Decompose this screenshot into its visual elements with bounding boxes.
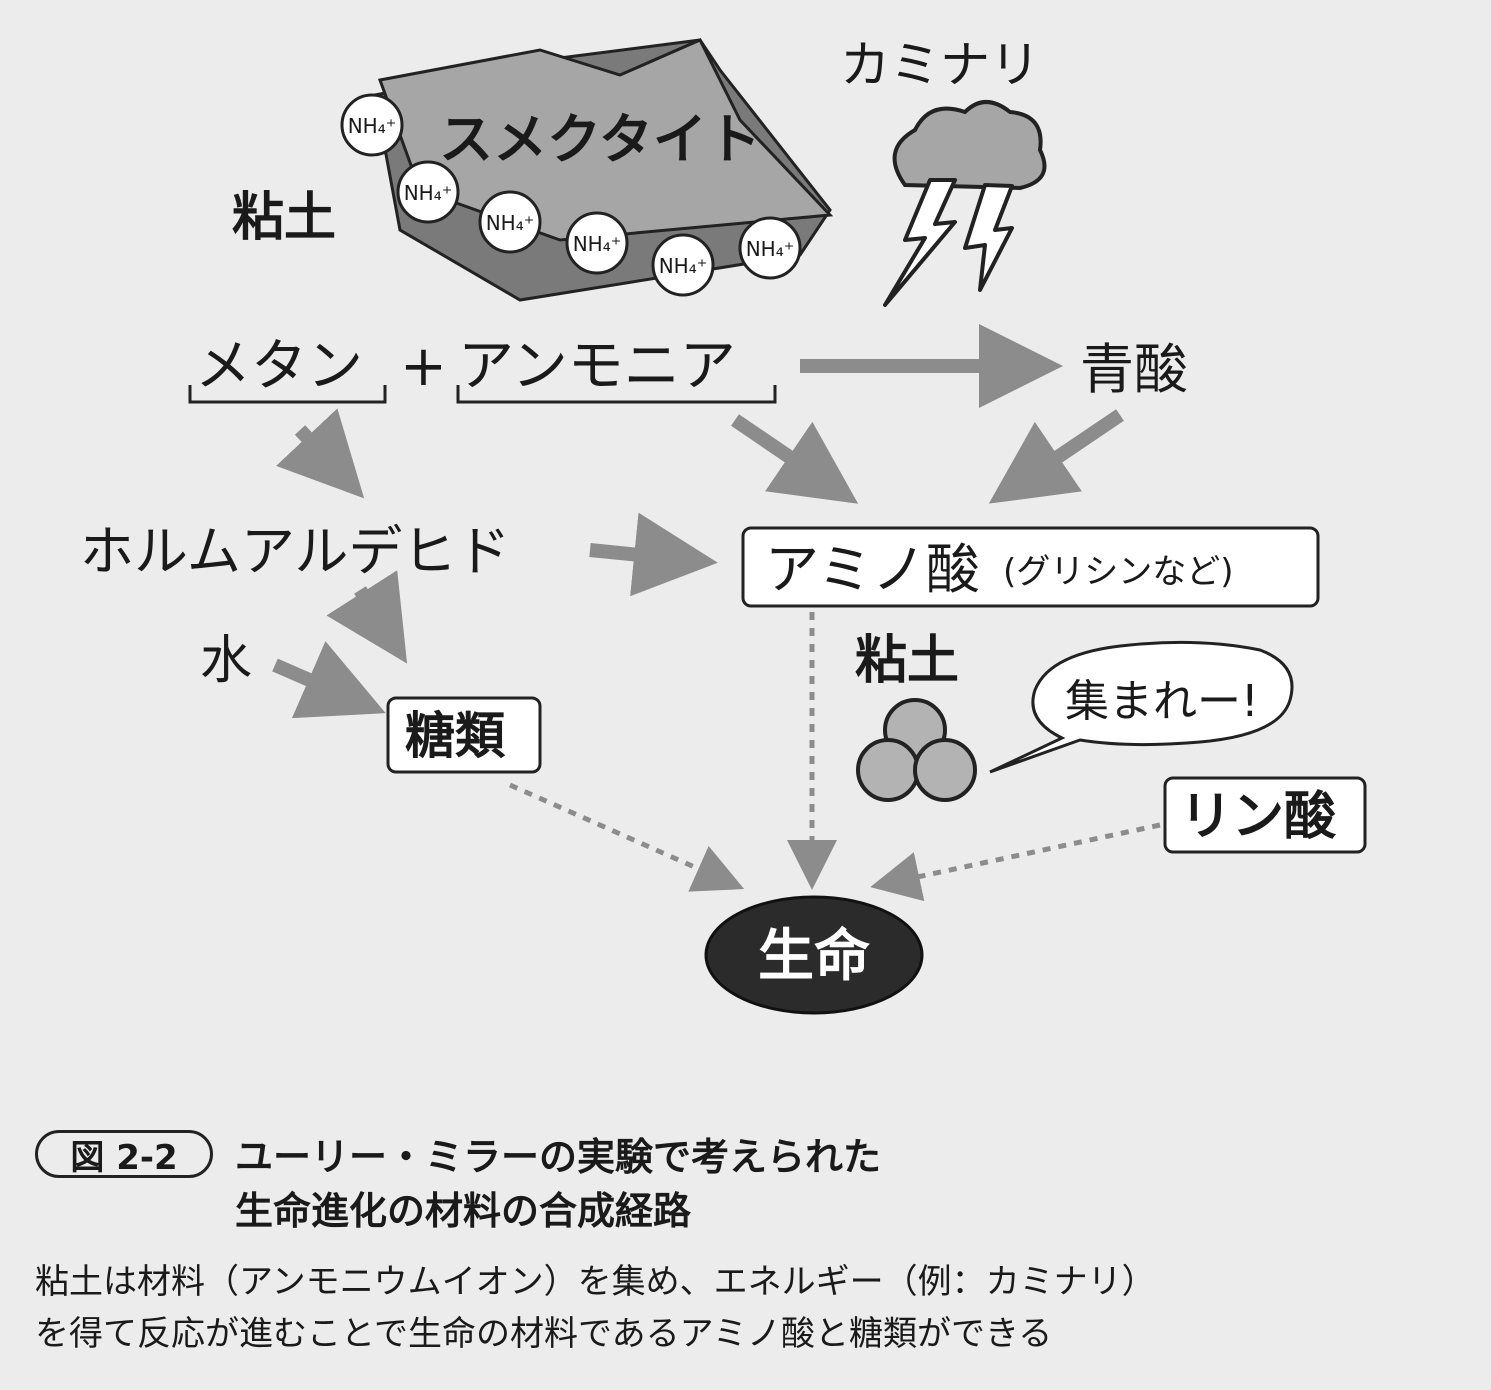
sugars-label: 糖類 bbox=[405, 707, 506, 765]
phosphate-label: リン酸 bbox=[1180, 787, 1337, 847]
reaction-arrows bbox=[272, 324, 1124, 719]
arrow-hcn-to-amino bbox=[988, 409, 1124, 504]
ammonium-ion: NH₄⁺ bbox=[651, 233, 715, 297]
hcn-label: 青酸 bbox=[1080, 338, 1188, 401]
sugars-box bbox=[386, 696, 542, 774]
svg-text:NH₄⁺: NH₄⁺ bbox=[659, 254, 708, 278]
svg-text:NH₄⁺: NH₄⁺ bbox=[573, 232, 622, 256]
speech-bubble bbox=[989, 640, 1294, 774]
arrow-formaldehyde-to-sugars bbox=[326, 570, 408, 664]
ammonium-ions: NH₄⁺ NH₄⁺ NH₄⁺ NH₄⁺ NH₄⁺ NH₄⁺ bbox=[340, 93, 802, 297]
phosphate-box bbox=[1163, 776, 1367, 854]
speech-text: 集まれー! bbox=[1065, 676, 1259, 727]
ammonium-ion: NH₄⁺ bbox=[396, 160, 460, 224]
plus-sign: + bbox=[400, 334, 447, 399]
dotted-arrows bbox=[508, 612, 1161, 902]
methane-bracket bbox=[188, 385, 387, 404]
amino-acid-label: アミノ酸 bbox=[765, 538, 980, 601]
clay-label-mid: 粘土 bbox=[855, 631, 959, 691]
arrow-formaldehyde-to-amino bbox=[589, 512, 718, 597]
svg-text:NH₄⁺: NH₄⁺ bbox=[486, 211, 535, 235]
lightning-label: カミナリ bbox=[840, 36, 1040, 94]
methane-label: メタン bbox=[195, 334, 363, 399]
arrow-methane-to-formaldehyde bbox=[276, 408, 365, 499]
ammonium-ion: NH₄⁺ bbox=[340, 93, 404, 157]
ammonium-ion: NH₄⁺ bbox=[478, 190, 542, 254]
ammonia-label: アンモニア bbox=[458, 334, 736, 399]
svg-text:NH₄⁺: NH₄⁺ bbox=[404, 181, 453, 205]
dotted-arrow-sugars-to-life bbox=[508, 782, 745, 892]
clay-label-top: 粘土 bbox=[232, 188, 336, 248]
amino-acid-box bbox=[741, 526, 1320, 608]
life-label: 生命 bbox=[758, 924, 870, 989]
svg-text:NH₄⁺: NH₄⁺ bbox=[746, 237, 795, 261]
arrow-water-to-sugars bbox=[272, 641, 386, 719]
svg-text:NH₄⁺: NH₄⁺ bbox=[348, 114, 397, 138]
figure-number: 図 2-2 bbox=[35, 1130, 213, 1178]
figure-description: 粘土は材料（アンモニウムイオン）を集め、エネルギー（例：カミナリ） を得て反応が… bbox=[35, 1262, 1156, 1354]
ammonia-bracket bbox=[456, 385, 777, 404]
arrow-ammonia-to-amino bbox=[731, 414, 859, 504]
ammonium-ion: NH₄⁺ bbox=[738, 216, 802, 280]
lightning-cloud-icon bbox=[883, 100, 1047, 307]
formaldehyde-label: ホルムアルデヒド bbox=[80, 520, 510, 583]
life-node bbox=[704, 895, 924, 1015]
clay-particles-icon bbox=[856, 698, 977, 802]
smectite-label: スメクタイト bbox=[439, 108, 761, 171]
pathway-diagram: スメクタイト NH₄⁺ NH₄⁺ NH₄⁺ NH₄⁺ NH₄⁺ NH₄⁺ 粘土 … bbox=[80, 36, 1367, 1015]
ammonium-ion: NH₄⁺ bbox=[565, 211, 629, 275]
amino-acid-note: (グリシンなど) bbox=[1003, 552, 1234, 592]
figure-title: ユーリー・ミラーの実験で考えられた 生命進化の材料の合成経路 bbox=[235, 1135, 882, 1233]
water-label: 水 bbox=[200, 631, 252, 691]
dotted-arrow-phosphate-to-life bbox=[870, 822, 1161, 902]
